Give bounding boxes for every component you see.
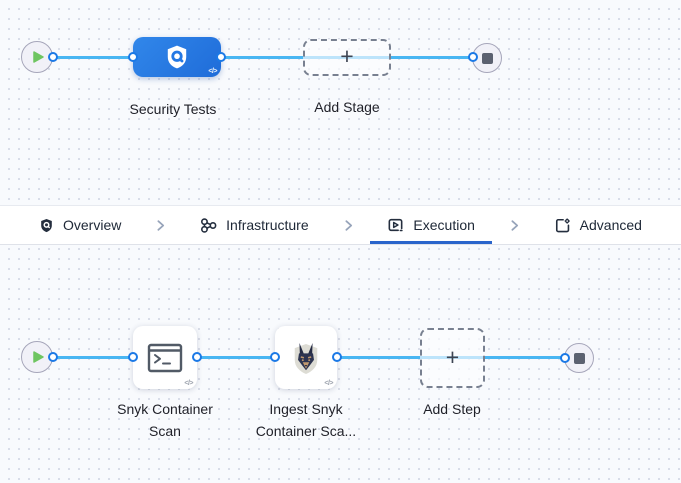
- tab-label: Execution: [413, 217, 475, 233]
- stage-start-node[interactable]: [21, 41, 53, 73]
- terminal-icon: [147, 343, 183, 373]
- code-template-icon: </>: [184, 380, 193, 387]
- step2-out-port[interactable]: [332, 352, 342, 362]
- step2-in-port[interactable]: [270, 352, 280, 362]
- stage-tab-bar: Overview Infrastructure: [0, 205, 681, 245]
- tab-execution[interactable]: Execution: [370, 206, 492, 244]
- play-box-icon: [387, 217, 404, 234]
- infrastructure-nodes-icon: [200, 217, 217, 234]
- add-step-label: Add Step: [423, 401, 481, 417]
- stage-node-out-port[interactable]: [216, 52, 226, 62]
- chevron-right-icon: [508, 206, 521, 244]
- stage-node-in-port[interactable]: [128, 52, 138, 62]
- step1-in-port[interactable]: [128, 352, 138, 362]
- chevron-right-icon: [154, 206, 167, 244]
- code-template-icon: </>: [324, 380, 333, 387]
- step-node-snyk-container-scan[interactable]: </>: [133, 326, 197, 389]
- chevron-right-icon: [342, 206, 355, 244]
- tab-label: Advanced: [579, 217, 642, 233]
- tab-advanced[interactable]: Advanced: [537, 206, 659, 244]
- add-step-button[interactable]: +: [420, 328, 485, 388]
- stage-node-security-tests[interactable]: </>: [133, 37, 221, 77]
- stage-connector-line: [50, 56, 476, 59]
- tab-label: Overview: [63, 217, 122, 233]
- play-icon: [31, 51, 44, 63]
- tab-infrastructure[interactable]: Infrastructure: [183, 206, 325, 244]
- stop-icon: [481, 52, 493, 64]
- plus-icon: +: [445, 343, 460, 370]
- execution-end-port[interactable]: [560, 353, 570, 363]
- shield-icon: [39, 218, 54, 233]
- tab-overview[interactable]: Overview: [22, 206, 138, 244]
- plus-icon: +: [340, 43, 354, 69]
- stop-icon: [573, 352, 585, 364]
- shield-scan-icon: [164, 44, 190, 70]
- tab-label: Infrastructure: [226, 217, 309, 233]
- stage-node-label: Security Tests: [129, 101, 217, 117]
- execution-start-port[interactable]: [48, 352, 58, 362]
- code-template-icon: </>: [208, 68, 217, 75]
- stage-end-port[interactable]: [468, 52, 478, 62]
- stage-start-port[interactable]: [48, 52, 58, 62]
- add-stage-label: Add Stage: [314, 99, 380, 115]
- add-stage-button[interactable]: +: [303, 39, 391, 76]
- box-gear-icon: [554, 217, 571, 234]
- step1-out-port[interactable]: [192, 352, 202, 362]
- step-node-ingest-snyk[interactable]: </>: [275, 326, 337, 389]
- step2-label: Ingest Snyk Container Sca...: [255, 401, 357, 439]
- play-icon: [31, 351, 44, 363]
- snyk-doberman-icon: [291, 341, 321, 375]
- step1-label: Snyk Container Scan: [117, 401, 213, 439]
